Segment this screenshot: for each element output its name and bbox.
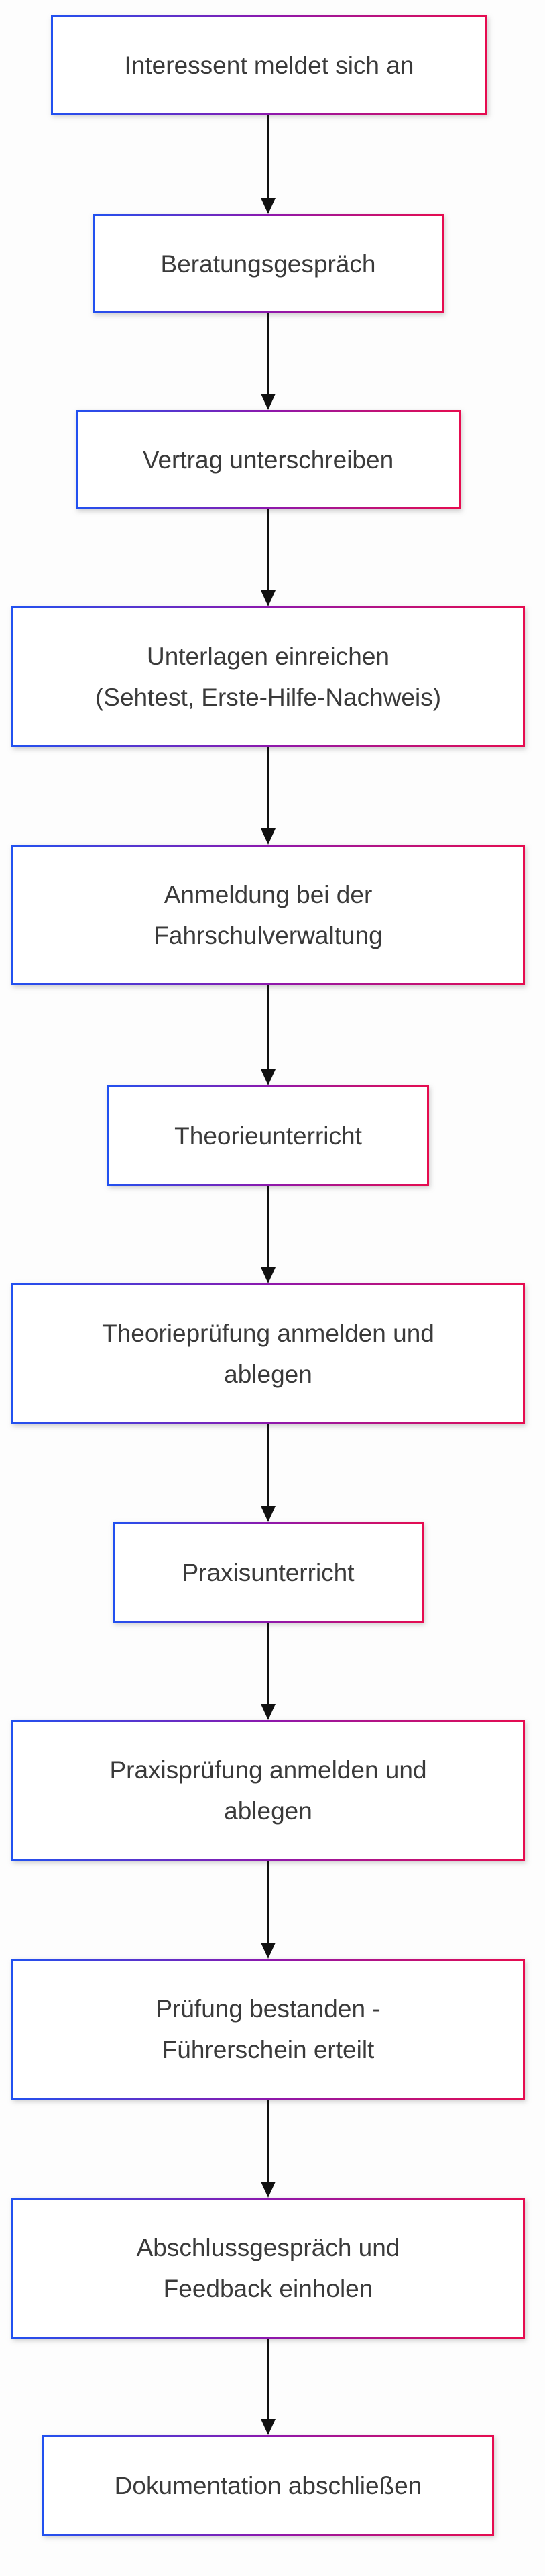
arrowhead-icon	[261, 1069, 276, 1085]
flow-arrow-n1-n2	[267, 115, 269, 199]
arrowhead-icon	[261, 1704, 276, 1720]
flow-node-body: Theorieunterricht	[109, 1087, 427, 1184]
flow-node-n12: Dokumentation abschließen	[42, 2435, 494, 2536]
flow-node-n1: Interessent meldet sich an	[51, 15, 487, 115]
flow-arrow-n9-n10	[267, 1861, 269, 1944]
arrowhead-icon	[261, 198, 276, 214]
flow-node-body: Praxisunterricht	[115, 1524, 422, 1621]
flow-arrow-n4-n5	[267, 747, 269, 830]
flow-node-label: Beratungsgespräch	[160, 250, 376, 278]
flow-node-label: Dokumentation abschließen	[114, 2471, 422, 2500]
flow-node-body: Beratungsgespräch	[95, 216, 442, 311]
flow-node-n10: Prüfung bestanden -Führerschein erteilt	[11, 1959, 525, 2100]
flow-node-label: Unterlagen einreichen(Sehtest, Erste-Hil…	[95, 643, 442, 711]
flow-arrow-n2-n3	[267, 313, 269, 395]
flow-arrow-n11-n12	[267, 2339, 269, 2420]
flow-node-n2: Beratungsgespräch	[93, 214, 444, 313]
flow-node-label: Vertrag unterschreiben	[142, 445, 394, 474]
arrowhead-icon	[261, 590, 276, 606]
flow-arrow-n5-n6	[267, 985, 269, 1071]
flow-arrow-n10-n11	[267, 2100, 269, 2183]
flow-node-n6: Theorieunterricht	[107, 1085, 429, 1186]
arrowhead-icon	[261, 2419, 276, 2435]
flow-node-body: Vertrag unterschreiben	[78, 412, 459, 507]
flow-arrow-n3-n4	[267, 509, 269, 592]
arrowhead-icon	[261, 828, 276, 845]
flow-node-label: Theorieunterricht	[174, 1122, 362, 1150]
arrowhead-icon	[261, 1943, 276, 1959]
flow-node-body: Interessent meldet sich an	[53, 17, 485, 113]
flow-node-label: Prüfung bestanden -Führerschein erteilt	[156, 1995, 381, 2063]
flow-arrow-n8-n9	[267, 1623, 269, 1705]
flow-node-label: Interessent meldet sich an	[124, 51, 414, 79]
flow-node-body: Prüfung bestanden -Führerschein erteilt	[13, 1961, 523, 2098]
flow-node-n3: Vertrag unterschreiben	[76, 410, 461, 509]
arrowhead-icon	[261, 394, 276, 410]
flow-node-body: Dokumentation abschließen	[44, 2437, 492, 2534]
arrowhead-icon	[261, 1506, 276, 1522]
flow-node-n8: Praxisunterricht	[113, 1522, 424, 1623]
arrowhead-icon	[261, 1267, 276, 1283]
flow-arrow-n6-n7	[267, 1186, 269, 1269]
flow-node-n4: Unterlagen einreichen(Sehtest, Erste-Hil…	[11, 606, 525, 747]
flow-node-label: Praxisunterricht	[182, 1558, 355, 1587]
arrowhead-icon	[261, 2182, 276, 2198]
flow-node-body: Unterlagen einreichen(Sehtest, Erste-Hil…	[13, 608, 523, 745]
flow-arrow-n7-n8	[267, 1424, 269, 1507]
